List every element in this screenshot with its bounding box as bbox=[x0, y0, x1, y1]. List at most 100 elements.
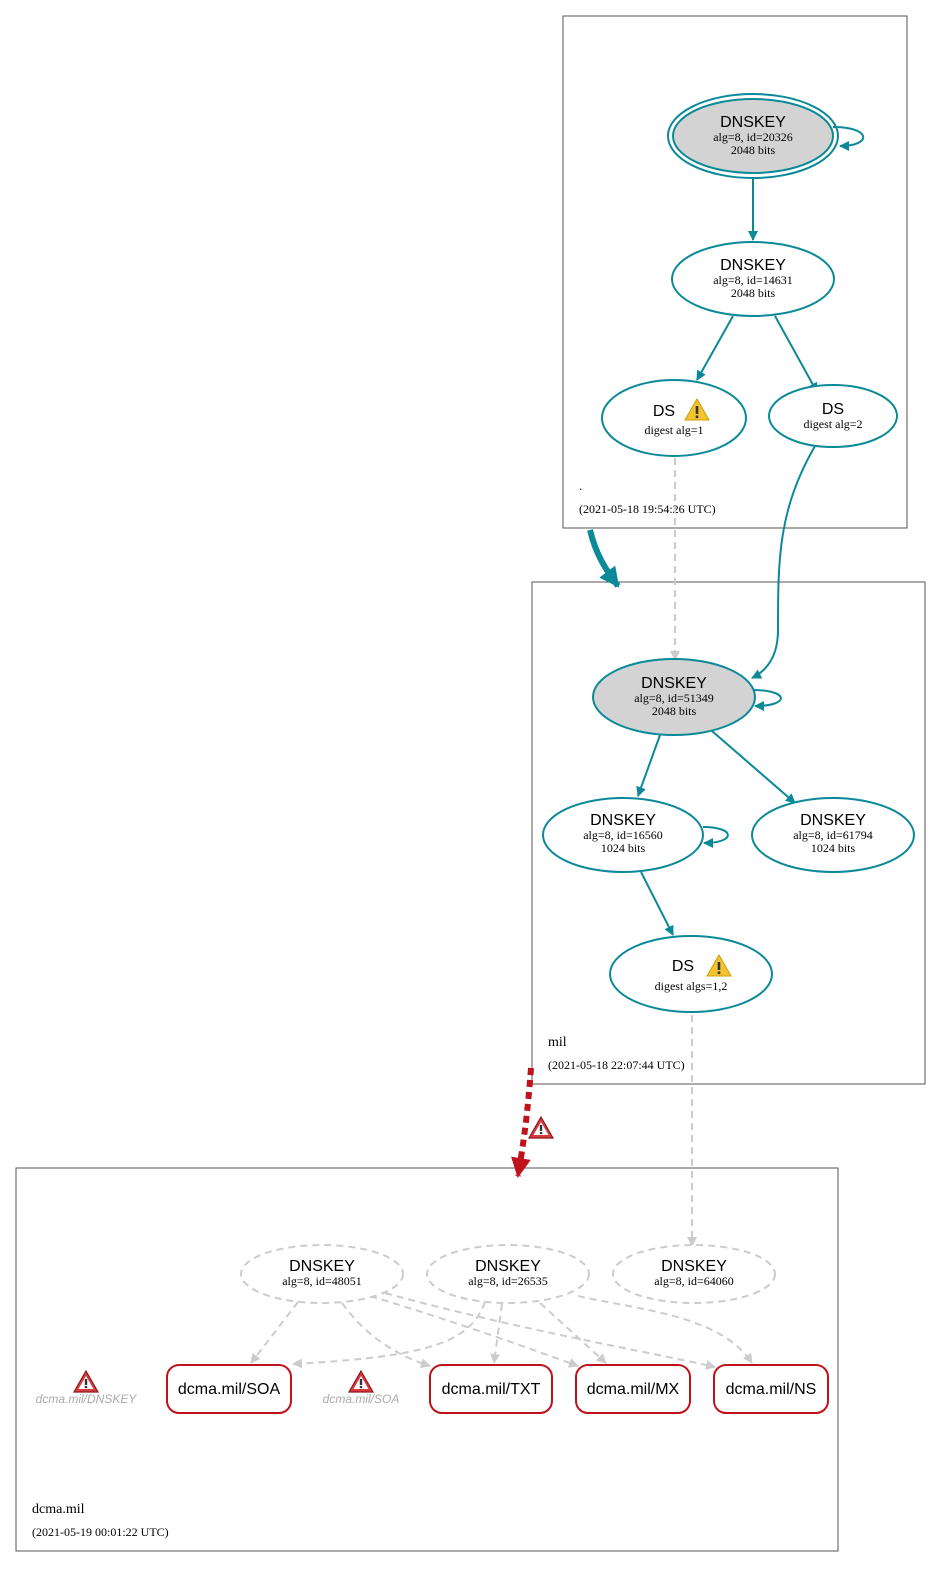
node-root-ds1-digest: digest alg=1 bbox=[644, 423, 703, 437]
rrset-txt[interactable]: dcma.mil/TXT bbox=[429, 1364, 553, 1414]
node-root-ds2-title: DS bbox=[822, 401, 844, 418]
zone-mil-timestamp: (2021-05-18 22:07:44 UTC) bbox=[548, 1058, 685, 1072]
rrset-mx-box bbox=[575, 1364, 691, 1414]
edge-k2-to-mx bbox=[539, 1302, 607, 1364]
node-root-zsk[interactable]: DNSKEY alg=8, id=14631 2048 bits bbox=[671, 241, 835, 317]
zone-mil-name: mil bbox=[548, 1035, 567, 1050]
error-dcma-soa-label: dcma.mil/SOA bbox=[323, 1392, 400, 1406]
node-dcma-k1-title: DNSKEY bbox=[289, 1258, 355, 1275]
zone-dcma-name: dcma.mil bbox=[32, 1502, 85, 1517]
edge-mil-ksk-to-zsk2 bbox=[711, 730, 796, 804]
zone-dcma: dcma.mil (2021-05-19 00:01:22 UTC) bbox=[15, 1167, 839, 1552]
node-mil-zsk2-shape bbox=[751, 797, 915, 873]
edge-root-zsk-to-ds1 bbox=[696, 315, 734, 381]
node-root-ksk-outer-ring bbox=[667, 93, 839, 179]
edge-k2-to-txt bbox=[490, 1303, 503, 1364]
edge-mil-ksk-self bbox=[751, 689, 782, 711]
node-root-ds1-title: DS bbox=[653, 403, 675, 420]
node-root-ksk-shape bbox=[672, 98, 834, 174]
edge-k1-to-txt bbox=[341, 1302, 431, 1369]
node-root-ksk-title: DNSKEY bbox=[720, 114, 786, 131]
zone-root-timestamp: (2021-05-18 19:54:26 UTC) bbox=[579, 502, 716, 516]
node-root-ds1-shape bbox=[601, 379, 747, 457]
zone-root: . (2021-05-18 19:54:26 UTC) bbox=[562, 15, 908, 529]
zone-root-box bbox=[562, 15, 908, 529]
error-dcma-soa-icon bbox=[348, 1370, 374, 1393]
zone-mil: mil (2021-05-18 22:07:44 UTC) bbox=[531, 581, 926, 1085]
node-root-ksk-alg: alg=8, id=20326 bbox=[713, 130, 793, 144]
node-mil-ksk[interactable]: DNSKEY alg=8, id=51349 2048 bits bbox=[592, 658, 756, 736]
edge-delegation-root-mil bbox=[587, 529, 621, 588]
node-root-zsk-shape bbox=[671, 241, 835, 317]
rrset-mx[interactable]: dcma.mil/MX bbox=[575, 1364, 691, 1414]
node-mil-ds[interactable]: DS digest algs=1,2 bbox=[609, 935, 773, 1013]
node-mil-ksk-bits: 2048 bits bbox=[652, 704, 697, 718]
rrset-txt-box bbox=[429, 1364, 553, 1414]
node-root-ds2-shape bbox=[768, 384, 898, 448]
edge-mil-zsk1-self bbox=[702, 826, 729, 848]
node-dcma-k3-title: DNSKEY bbox=[661, 1258, 727, 1275]
edge-mil-zsk1-to-ds bbox=[640, 871, 674, 936]
node-mil-zsk2-alg: alg=8, id=61794 bbox=[793, 828, 873, 842]
node-dcma-k1[interactable]: DNSKEY alg=8, id=48051 bbox=[240, 1244, 404, 1304]
node-dcma-k2-shape bbox=[426, 1244, 590, 1304]
rrset-soa-label: dcma.mil/SOA bbox=[178, 1381, 281, 1398]
zone-mil-box bbox=[531, 581, 926, 1085]
zone-root-name: . bbox=[579, 478, 582, 493]
edge-mil-ksk-to-zsk1 bbox=[636, 734, 661, 797]
node-mil-ds-shape bbox=[609, 935, 773, 1013]
edge-root-zsk-to-ds2 bbox=[774, 315, 818, 393]
edge-k2-to-soa bbox=[292, 1301, 486, 1369]
rrset-ns-box bbox=[713, 1364, 829, 1414]
node-mil-zsk1-alg: alg=8, id=16560 bbox=[583, 828, 663, 842]
node-mil-ds-digest: digest algs=1,2 bbox=[655, 979, 728, 993]
node-mil-ksk-title: DNSKEY bbox=[641, 675, 707, 692]
node-root-zsk-bits: 2048 bits bbox=[731, 286, 776, 300]
node-mil-zsk1-title: DNSKEY bbox=[590, 812, 656, 829]
rrset-ns-label: dcma.mil/NS bbox=[726, 1381, 817, 1398]
node-dcma-k3-shape bbox=[612, 1244, 776, 1304]
node-mil-ds-title: DS bbox=[672, 958, 694, 975]
node-dcma-k3-alg: alg=8, id=64060 bbox=[654, 1274, 734, 1288]
node-root-ksk-bits: 2048 bits bbox=[731, 143, 776, 157]
node-mil-ksk-alg: alg=8, id=51349 bbox=[634, 691, 714, 705]
node-dcma-k2-title: DNSKEY bbox=[475, 1258, 541, 1275]
delegation-error-icon bbox=[528, 1116, 554, 1139]
edge-k1-to-mx bbox=[369, 1295, 579, 1368]
error-dcma-dnskey-icon bbox=[73, 1370, 99, 1393]
error-dcma-dnskey[interactable]: dcma.mil/DNSKEY bbox=[36, 1370, 138, 1406]
edge-root-ksk-self bbox=[832, 126, 865, 151]
node-mil-zsk2-title: DNSKEY bbox=[800, 812, 866, 829]
node-mil-zsk1-shape bbox=[542, 797, 704, 873]
node-root-ds2-digest: digest alg=2 bbox=[803, 417, 862, 431]
error-dcma-dnskey-label: dcma.mil/DNSKEY bbox=[36, 1392, 138, 1406]
rrset-ns[interactable]: dcma.mil/NS bbox=[713, 1364, 829, 1414]
rrset-soa[interactable]: dcma.mil/SOA bbox=[166, 1364, 292, 1414]
node-dcma-k1-shape bbox=[240, 1244, 404, 1304]
edge-delegation-mil-dcma bbox=[511, 1067, 534, 1178]
node-mil-zsk1[interactable]: DNSKEY alg=8, id=16560 1024 bits bbox=[542, 797, 704, 873]
edge-root-ds2-to-mil-ksk bbox=[751, 445, 816, 679]
edge-k1-to-soa bbox=[250, 1301, 299, 1364]
edge-k1-to-ns bbox=[384, 1292, 716, 1370]
node-dcma-k3[interactable]: DNSKEY alg=8, id=64060 bbox=[612, 1244, 776, 1304]
edge-k2-to-ns bbox=[577, 1295, 753, 1364]
node-root-ds2[interactable]: DS digest alg=2 bbox=[768, 384, 898, 448]
rrset-soa-box bbox=[166, 1364, 292, 1414]
node-mil-zsk2[interactable]: DNSKEY alg=8, id=61794 1024 bits bbox=[751, 797, 915, 873]
node-dcma-k2[interactable]: DNSKEY alg=8, id=26535 bbox=[426, 1244, 590, 1304]
node-dcma-k2-alg: alg=8, id=26535 bbox=[468, 1274, 548, 1288]
error-dcma-soa[interactable]: dcma.mil/SOA bbox=[323, 1370, 400, 1406]
node-dcma-k1-alg: alg=8, id=48051 bbox=[282, 1274, 362, 1288]
rrset-mx-label: dcma.mil/MX bbox=[587, 1381, 680, 1398]
zone-dcma-box bbox=[15, 1167, 839, 1552]
node-mil-ksk-shape bbox=[592, 658, 756, 736]
rrset-txt-label: dcma.mil/TXT bbox=[442, 1381, 541, 1398]
node-root-ds1[interactable]: DS digest alg=1 bbox=[601, 379, 747, 457]
node-root-ksk[interactable]: DNSKEY alg=8, id=20326 2048 bits bbox=[667, 93, 839, 179]
node-mil-zsk2-bits: 1024 bits bbox=[811, 841, 856, 855]
node-root-zsk-alg: alg=8, id=14631 bbox=[713, 273, 793, 287]
node-mil-zsk1-bits: 1024 bits bbox=[601, 841, 646, 855]
